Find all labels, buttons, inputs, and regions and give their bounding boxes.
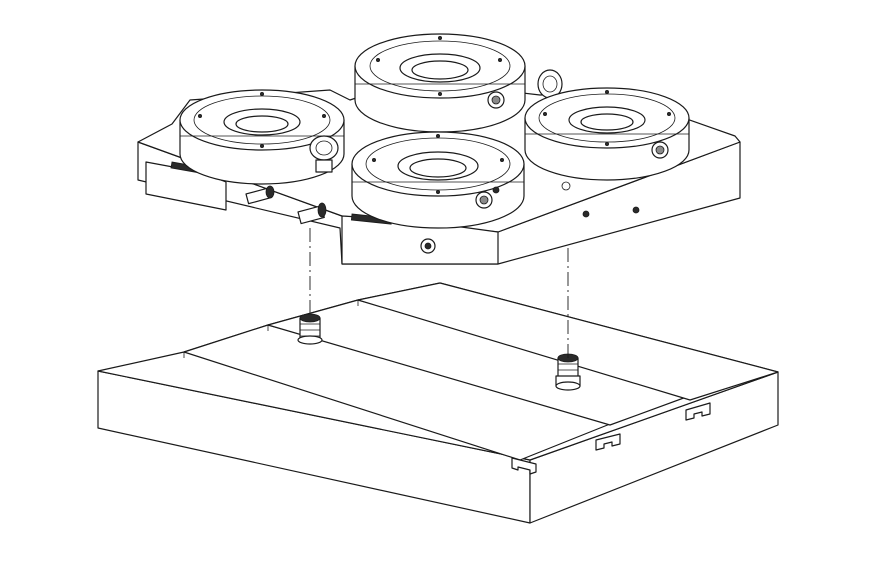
clamping-pin-left — [297, 313, 323, 345]
receiver-module-right — [524, 87, 690, 181]
tslot-3 — [685, 402, 711, 421]
receiver-module-back — [354, 33, 526, 133]
machine-table — [97, 282, 779, 524]
tslot-2 — [595, 433, 621, 451]
tslot-1 — [511, 457, 537, 475]
clamping-pin-right — [555, 353, 581, 391]
lifting-eye-left — [309, 135, 339, 161]
rim-bolts — [197, 36, 672, 194]
air-fitting-1 — [245, 185, 275, 205]
receiver-module-front — [351, 131, 525, 229]
receiver-module-left — [179, 89, 345, 185]
table-rail-3 — [357, 282, 779, 401]
air-fitting-2 — [297, 202, 327, 225]
